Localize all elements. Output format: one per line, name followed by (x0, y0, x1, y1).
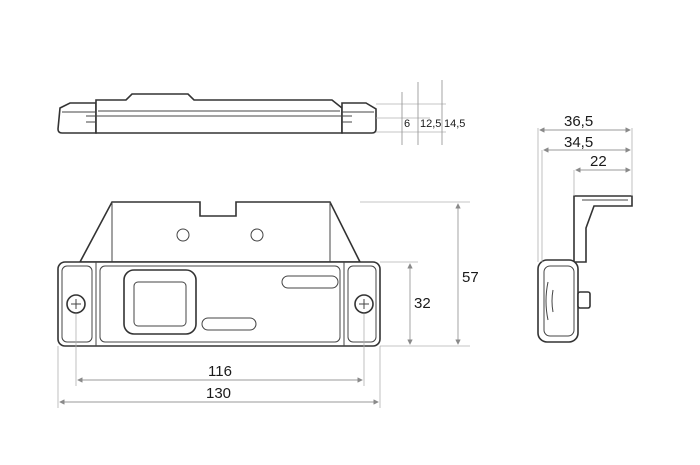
dim-12-5: 12,5 (420, 118, 441, 130)
dim-22: 22 (590, 153, 607, 170)
dim-32: 32 (414, 295, 431, 312)
dim-116: 116 (208, 363, 232, 380)
top-view (57, 80, 446, 145)
side-view (537, 127, 633, 343)
dim-34-5: 34,5 (564, 134, 593, 151)
dim-36-5: 36,5 (564, 113, 593, 130)
dim-6: 6 (404, 118, 410, 130)
dim-130: 130 (206, 385, 231, 402)
dim-14-5: 14,5 (444, 118, 465, 130)
front-view (57, 201, 470, 408)
dim-57: 57 (462, 269, 479, 286)
